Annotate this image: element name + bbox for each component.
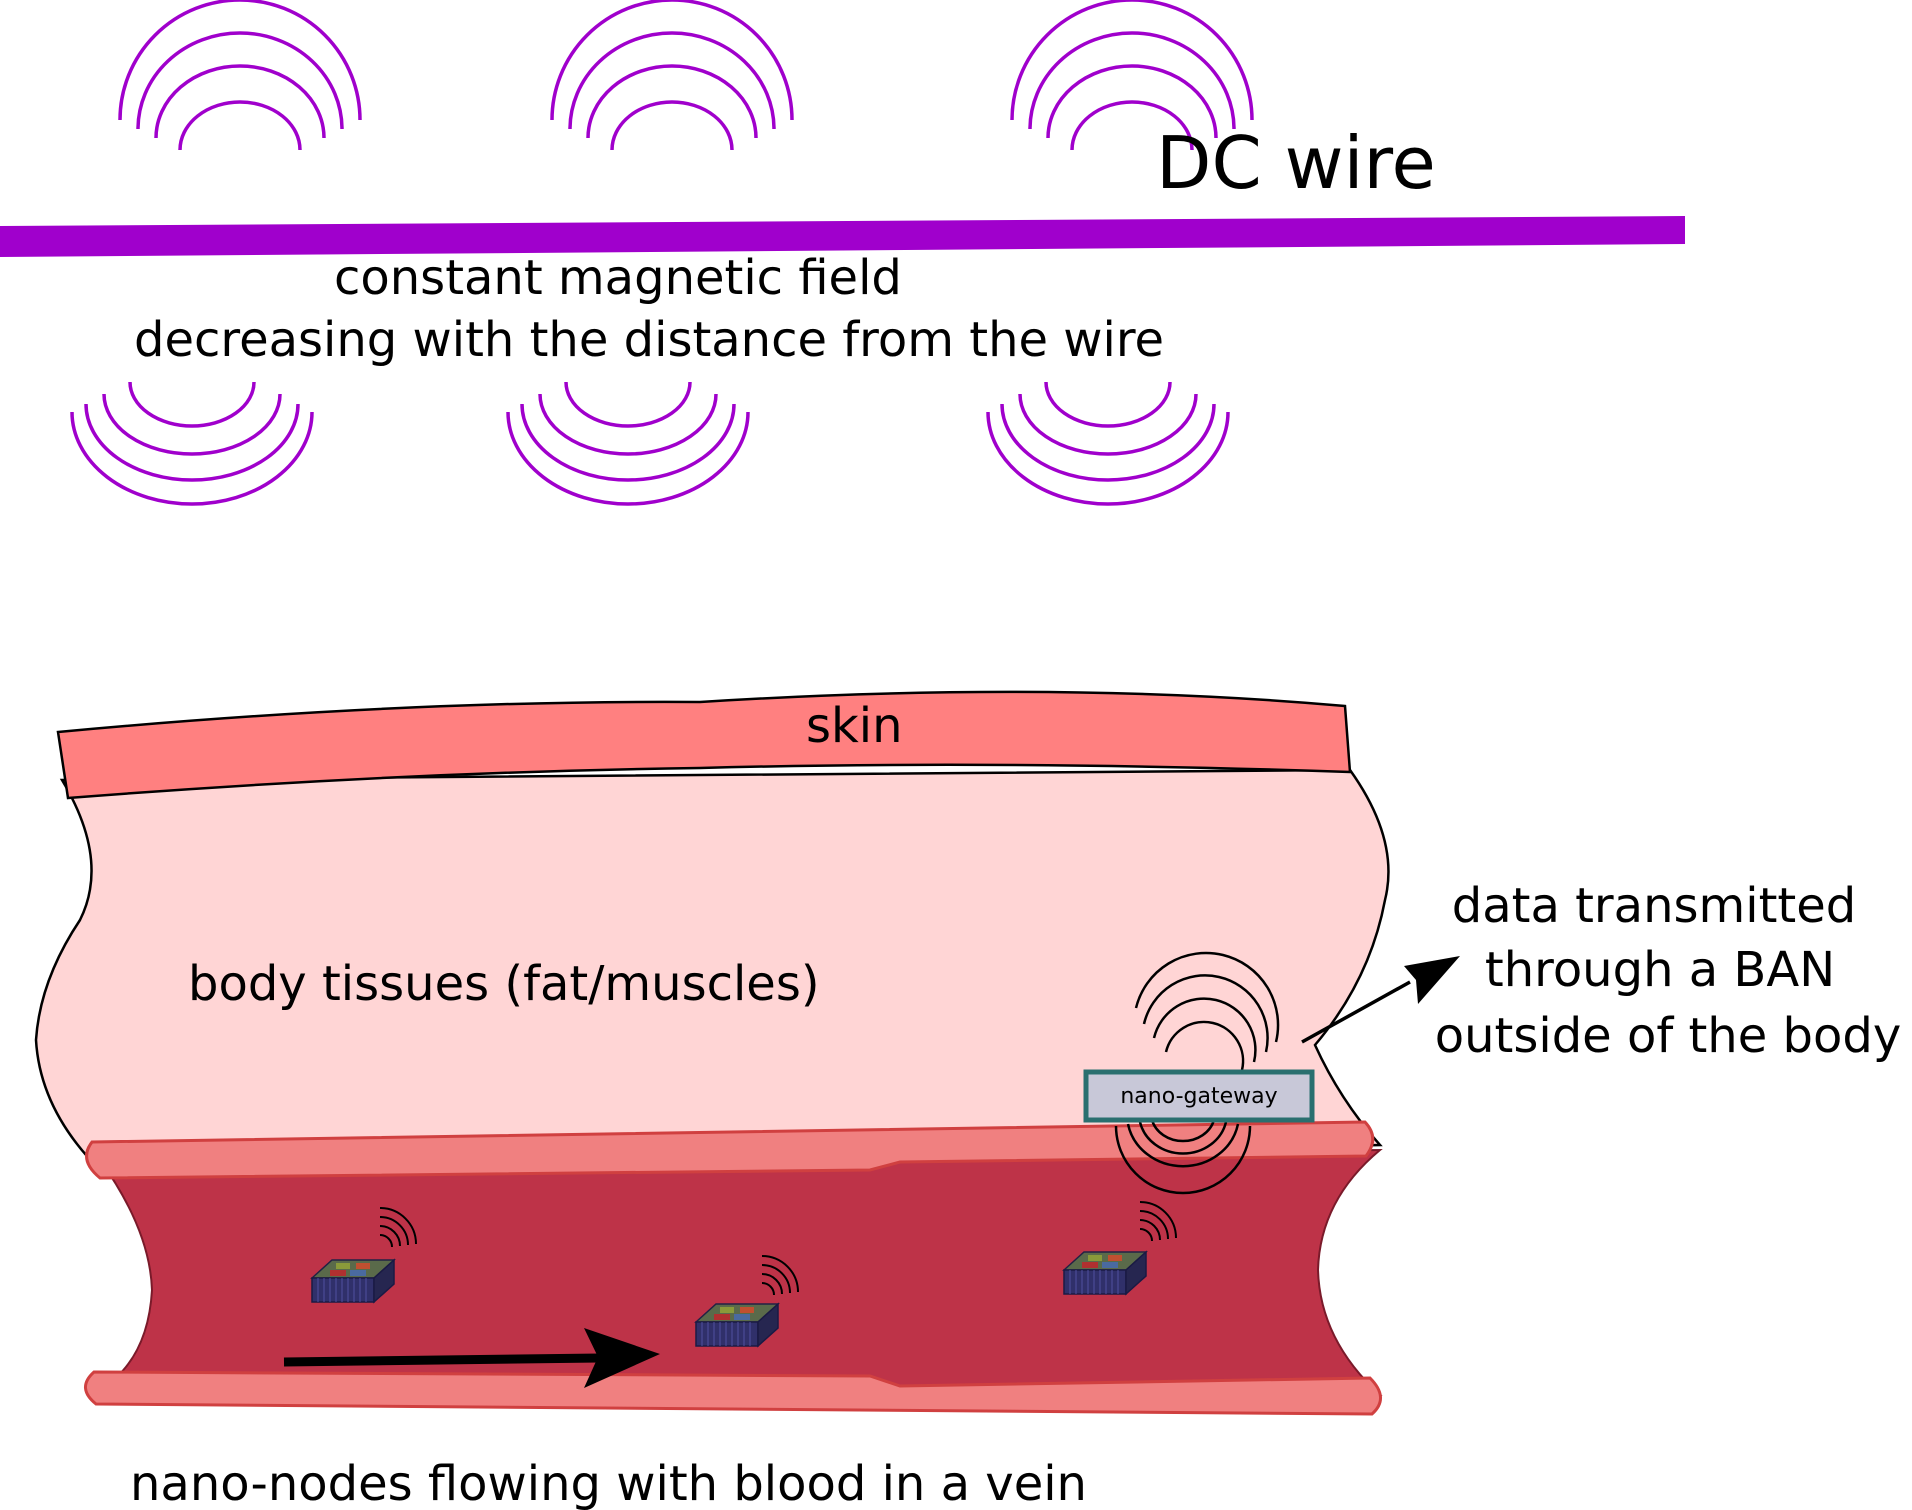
tissues-label: body tissues (fat/muscles) [188,956,820,1012]
nano-gateway [1083,1069,1315,1123]
signal-wave-icon [1134,951,1280,1043]
field-description-line2: decreasing with the distance from the wi… [134,312,1164,368]
vein [84,1120,1383,1416]
vein-caption: nano-nodes flowing with blood in a vein [130,1456,1087,1510]
magnetic-wave-icon [70,380,314,506]
magnetic-wave-icon [986,380,1230,506]
field-waves-above [118,0,1254,152]
field-description-line1: constant magnetic field [334,250,902,306]
dc-wire [0,216,1685,257]
nano-node-chip-icon [311,1259,395,1303]
skin-layer [56,690,1352,800]
magnetic-wave-icon [506,380,750,506]
skin-label: skin [806,698,903,754]
magnetic-wave-icon [550,0,794,152]
vein-wall-bottom [84,1370,1382,1416]
ban-arrow-icon [1301,956,1460,1044]
vein-wall-top [85,1120,1375,1180]
magnetic-wave-icon [118,0,362,152]
ban-label-line2: through a BAN [1485,942,1835,998]
ban-label-line1: data transmitted [1452,878,1857,934]
field-waves-below [70,380,1230,506]
signal-wave-icon [1114,1125,1252,1195]
flow-arrow-icon [283,1328,660,1388]
gateway-signal-up [1134,951,1280,1071]
nano-gateway-label: nano-gateway [1120,1084,1277,1109]
nano-node-chip-icon [695,1303,779,1347]
nano-node-chip-icon [1063,1251,1147,1295]
gateway-signal-down [1114,1119,1252,1195]
dc-wire-label: DC wire [1156,121,1436,205]
ban-label-line3: outside of the body [1435,1008,1901,1064]
